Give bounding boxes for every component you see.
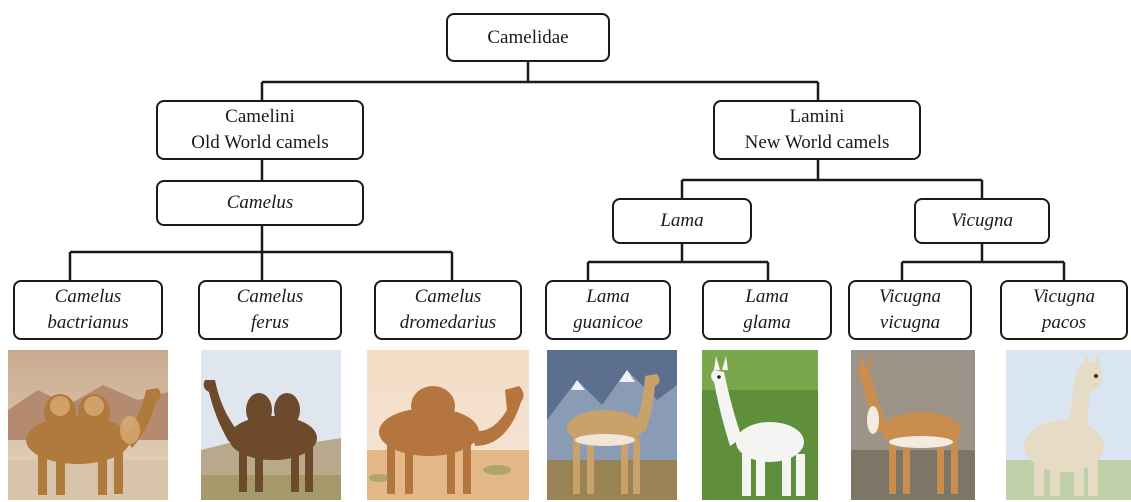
node-lamini: Lamini New World camels bbox=[713, 100, 921, 160]
wild-camel-photo bbox=[201, 350, 341, 500]
node-camelini-line2: Old World camels bbox=[191, 132, 329, 153]
species-epithet-label: pacos bbox=[1041, 312, 1087, 333]
node-lamini-line1: Lamini bbox=[789, 106, 845, 127]
species-epithet-label: glama bbox=[743, 312, 791, 333]
node-camelus: Camelus bbox=[156, 180, 364, 226]
species-genus-label: Camelus bbox=[414, 286, 482, 307]
node-camelini-line1: Camelini bbox=[225, 106, 295, 127]
species-genus-label: Camelus bbox=[54, 286, 122, 307]
node-camelus-bactrianus: Camelus bactrianus bbox=[13, 280, 163, 340]
species-epithet-label: dromedarius bbox=[399, 312, 497, 333]
node-camelus-dromedarius: Camelus dromedarius bbox=[374, 280, 522, 340]
species-genus-label: Vicugna bbox=[1033, 286, 1095, 307]
species-genus-label: Vicugna bbox=[879, 286, 941, 307]
node-vicugna: Vicugna bbox=[914, 198, 1050, 244]
node-lama-glama: Lama glama bbox=[702, 280, 832, 340]
alpaca-photo bbox=[1006, 350, 1131, 500]
guanaco-photo bbox=[547, 350, 677, 500]
dromedary-photo bbox=[367, 350, 529, 500]
species-genus-label: Lama bbox=[745, 286, 789, 307]
node-camelidae: Camelidae bbox=[446, 13, 610, 62]
node-lamini-line2: New World camels bbox=[744, 132, 890, 153]
species-epithet-label: ferus bbox=[251, 312, 289, 333]
node-lama: Lama bbox=[612, 198, 752, 244]
node-vicugna-label: Vicugna bbox=[951, 210, 1013, 231]
node-lama-guanicoe: Lama guanicoe bbox=[545, 280, 671, 340]
node-vicugna-vicugna: Vicugna vicugna bbox=[848, 280, 972, 340]
node-vicugna-pacos: Vicugna pacos bbox=[1000, 280, 1128, 340]
species-genus-label: Lama bbox=[586, 286, 630, 307]
species-epithet-label: vicugna bbox=[879, 312, 941, 333]
species-epithet-label: bactrianus bbox=[47, 312, 129, 333]
node-camelus-label: Camelus bbox=[226, 192, 294, 213]
vicuna-photo bbox=[851, 350, 975, 500]
species-genus-label: Camelus bbox=[236, 286, 304, 307]
node-camelus-ferus: Camelus ferus bbox=[198, 280, 342, 340]
llama-photo bbox=[702, 350, 818, 500]
node-camelidae-label: Camelidae bbox=[487, 26, 569, 48]
node-camelini: Camelini Old World camels bbox=[156, 100, 364, 160]
species-epithet-label: guanicoe bbox=[573, 312, 643, 333]
node-lama-label: Lama bbox=[660, 210, 704, 231]
bactrian-camel-photo bbox=[8, 350, 168, 500]
